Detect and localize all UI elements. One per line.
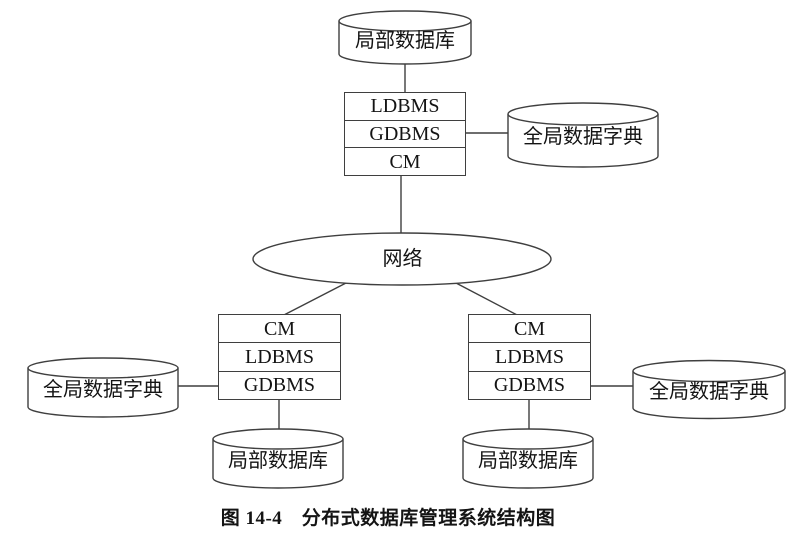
right-stack-cm: CM bbox=[513, 317, 546, 340]
cylinder-top bbox=[507, 102, 659, 126]
figure-caption: 图 14-4 分布式数据库管理系统结构图 bbox=[220, 507, 556, 529]
connector-network-right-site bbox=[455, 282, 520, 317]
cylinder-top bbox=[462, 428, 594, 450]
global-dict-right-label: 全局数据字典 bbox=[649, 381, 769, 403]
cylinder-body bbox=[27, 368, 179, 418]
left-site-stack-box: CM LDBMS GDBMS bbox=[218, 314, 341, 400]
global-dict-left-label: 全局数据字典 bbox=[43, 379, 163, 401]
global-dict-left-cylinder bbox=[27, 357, 179, 418]
cylinder-top bbox=[212, 428, 344, 450]
local-db-right-cylinder bbox=[462, 428, 594, 489]
top-stack-gdbms: GDBMS bbox=[345, 119, 465, 148]
connector-network-left-site bbox=[281, 282, 347, 317]
cylinder-body bbox=[338, 21, 472, 65]
cylinder-body bbox=[632, 371, 786, 420]
top-site-stack-box: LDBMS GDBMS CM bbox=[344, 92, 466, 176]
left-stack-gdbms: GDBMS bbox=[219, 370, 340, 399]
cylinder-top bbox=[632, 359, 786, 383]
global-dict-right-cylinder bbox=[632, 359, 786, 420]
right-stack-gdbms: GDBMS bbox=[469, 370, 590, 399]
local-db-top-cylinder bbox=[338, 10, 472, 65]
local-db-left-label: 局部数据库 bbox=[228, 450, 328, 472]
cylinder-body bbox=[212, 439, 344, 489]
local-db-right-label: 局部数据库 bbox=[478, 450, 578, 472]
cylinder-body bbox=[507, 114, 659, 168]
top-stack-ldbms: LDBMS bbox=[370, 95, 440, 118]
global-dict-top-cylinder bbox=[507, 102, 659, 168]
cylinder-top bbox=[27, 357, 179, 379]
cylinder-top bbox=[338, 10, 472, 32]
network-label: 网络 bbox=[382, 248, 423, 270]
local-db-left-cylinder bbox=[212, 428, 344, 489]
local-db-top-label: 局部数据库 bbox=[355, 30, 455, 52]
network-ellipse bbox=[252, 232, 552, 286]
left-stack-ldbms: LDBMS bbox=[219, 342, 340, 370]
left-stack-cm: CM bbox=[263, 317, 296, 340]
right-site-stack-box: CM LDBMS GDBMS bbox=[468, 314, 591, 400]
top-stack-cm: CM bbox=[345, 147, 465, 175]
right-stack-ldbms: LDBMS bbox=[469, 342, 590, 370]
global-dict-top-label: 全局数据字典 bbox=[523, 126, 643, 148]
cylinder-body bbox=[462, 439, 594, 489]
